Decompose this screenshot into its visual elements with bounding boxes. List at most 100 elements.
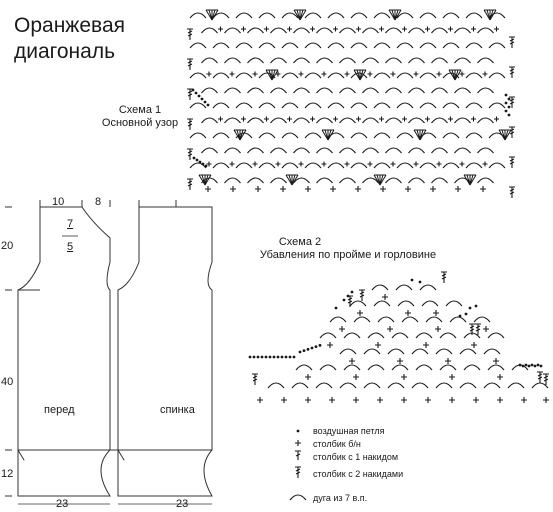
single-crochet-icon (471, 342, 477, 348)
arc-icon (315, 382, 333, 389)
arc-icon (419, 162, 437, 169)
arc-icon (477, 57, 494, 64)
arc-icon (442, 132, 460, 139)
arc-icon (247, 27, 264, 34)
dot-icon (410, 278, 414, 282)
single-crochet-icon (333, 26, 338, 32)
single-crochet-icon (356, 116, 361, 122)
arc-icon (439, 332, 457, 339)
arc-icon (327, 72, 345, 79)
scheme2-title: Схема 2 (278, 236, 322, 248)
arc-icon (201, 27, 218, 34)
legend-label-chain: воздушная петля (313, 426, 385, 436)
single-crochet-icon (483, 326, 489, 332)
dot-icon (474, 304, 478, 308)
arc-icon (367, 332, 385, 339)
arc-icon (419, 102, 437, 109)
single-crochet-icon (275, 161, 281, 167)
arc-icon (247, 87, 264, 94)
arc-icon (235, 102, 253, 109)
single-crochet-icon (459, 71, 465, 77)
single-crochet-icon (344, 71, 350, 77)
single-crochet-icon (295, 440, 301, 446)
single-crochet-icon (390, 161, 396, 167)
arc-icon (363, 382, 381, 389)
shell-stitch (359, 69, 367, 81)
single-crochet-icon (497, 374, 503, 380)
treble-crochet-icon (187, 178, 193, 190)
single-crochet-icon (493, 358, 499, 364)
single-crochet-icon (305, 397, 311, 403)
dim-left-upper: 20 (1, 240, 14, 252)
arc-icon (350, 132, 368, 139)
arc-icon (281, 162, 299, 169)
single-crochet-icon (405, 186, 411, 192)
single-crochet-icon (287, 116, 292, 122)
arc-icon (270, 87, 287, 94)
single-crochet-icon (402, 26, 407, 32)
arc-icon (391, 332, 409, 339)
arc-icon (339, 87, 356, 94)
legend-label-tr: столбик с 2 накидами (313, 469, 404, 479)
arc-icon (212, 72, 230, 79)
shell-stitch (469, 174, 477, 186)
arc-icon (189, 12, 207, 19)
arc-icon (258, 162, 276, 169)
arc-icon (350, 162, 368, 169)
arc-icon (339, 348, 357, 355)
arc-icon (465, 72, 483, 79)
arc-icon (270, 147, 287, 154)
arc-icon (396, 42, 414, 49)
single-crochet-icon (280, 186, 286, 192)
arc-icon (465, 102, 483, 109)
arc-icon (408, 57, 425, 64)
scheme2-chart (248, 271, 549, 403)
treble-crochet-icon (509, 156, 515, 168)
arc-icon (411, 382, 429, 389)
arc-icon (201, 57, 218, 64)
double-crochet-icon (295, 450, 301, 460)
single-crochet-icon (375, 342, 381, 348)
arc-icon (270, 57, 287, 64)
arc-icon (483, 382, 501, 389)
arc-icon (258, 102, 276, 109)
shell-stitch (504, 129, 512, 141)
arc-icon (454, 27, 471, 34)
title-line-1: Оранжевая (14, 14, 125, 37)
arc-icon (235, 162, 253, 169)
single-crochet-icon (206, 71, 212, 77)
arc-icon (293, 87, 310, 94)
single-crochet-icon (252, 71, 258, 77)
dot-icon (302, 349, 306, 353)
arc-icon (408, 147, 425, 154)
single-crochet-icon (310, 26, 315, 32)
dot-icon (296, 429, 300, 433)
single-crochet-icon (425, 397, 431, 403)
dot-icon (204, 164, 208, 168)
single-crochet-icon (433, 310, 439, 316)
single-crochet-icon (379, 116, 384, 122)
arc-icon (189, 102, 207, 109)
treble-crochet-icon (187, 118, 193, 130)
single-crochet-icon (425, 26, 430, 32)
single-crochet-icon (330, 186, 336, 192)
arc-icon (401, 316, 419, 323)
arc-icon (431, 87, 448, 94)
arc-icon (387, 348, 405, 355)
arc-icon (247, 117, 264, 124)
arc-icon (353, 316, 371, 323)
arc-icon (488, 162, 506, 169)
dot-icon (334, 306, 338, 310)
legend-label-arc: дуга из 7 в.п. (313, 493, 368, 503)
single-crochet-icon (413, 161, 419, 167)
single-crochet-icon (436, 161, 442, 167)
arc-icon (319, 364, 337, 371)
arc-icon (421, 300, 439, 307)
dot-icon (284, 355, 288, 359)
arc-icon (212, 132, 230, 139)
dot-icon (288, 355, 292, 359)
arc-icon (281, 12, 299, 19)
arc-icon (281, 132, 299, 139)
arc-icon (473, 316, 491, 323)
